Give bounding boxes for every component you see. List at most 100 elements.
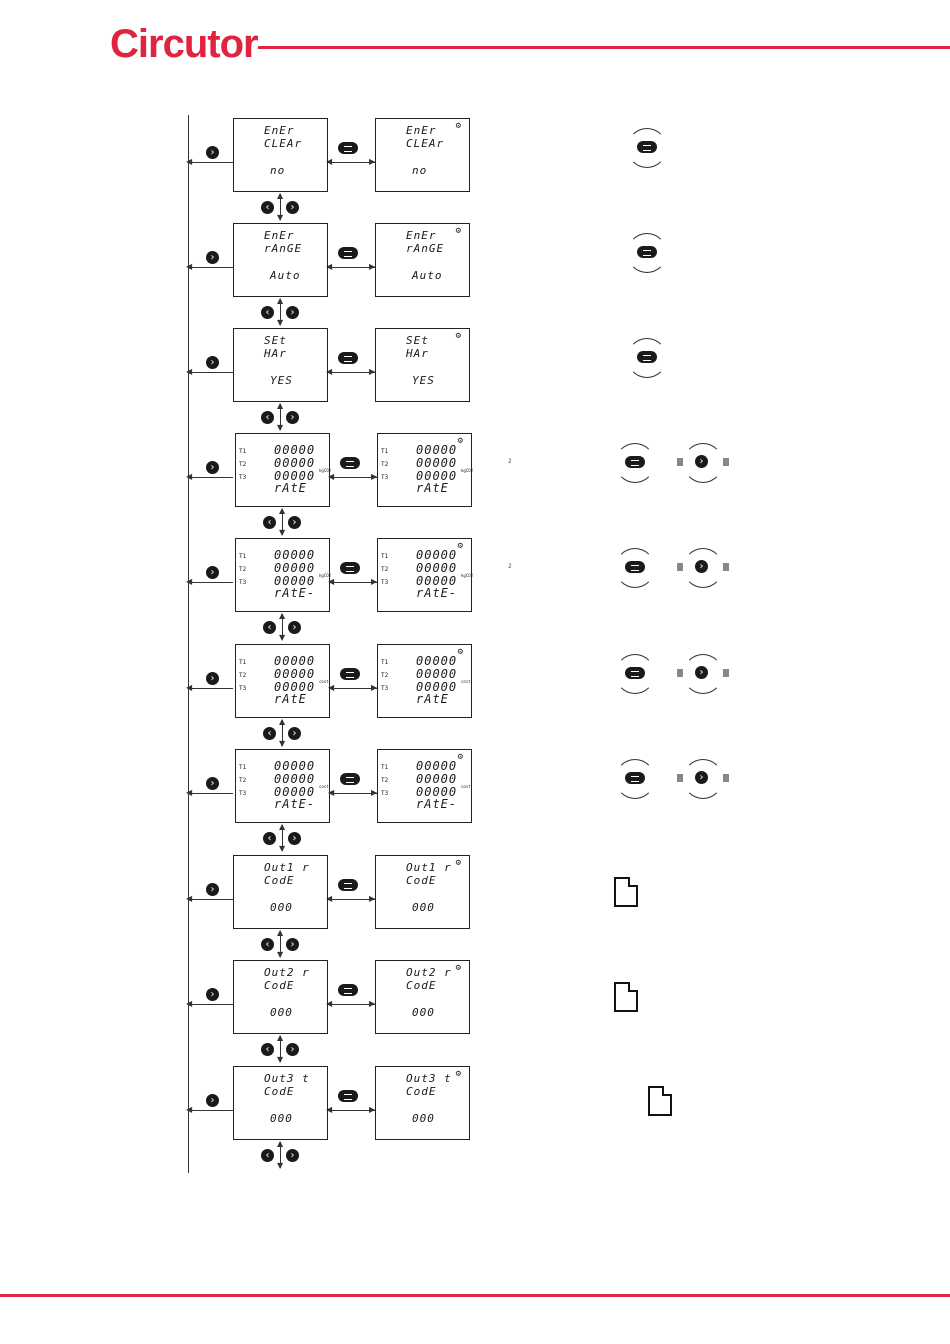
arrow-up-icon: ▲ [277, 928, 284, 937]
lcd-line-3: YES [412, 374, 435, 387]
previous-button[interactable]: ‹ [263, 516, 276, 529]
previous-button[interactable]: ‹ [263, 727, 276, 740]
next-button[interactable]: › [288, 621, 301, 634]
chevron-right-icon: › [290, 412, 295, 423]
menu-button[interactable] [338, 247, 358, 259]
lcd-line-3: no [412, 164, 428, 177]
tariff-value: 00000 [416, 667, 458, 681]
next-button[interactable]: › [206, 566, 219, 579]
menu-button[interactable] [340, 773, 360, 785]
chevron-left-icon: ‹ [265, 939, 270, 950]
previous-button[interactable]: ‹ [261, 306, 274, 319]
tariff-label: T2 [381, 461, 389, 468]
next-button[interactable]: › [206, 988, 219, 1001]
previous-button[interactable]: ‹ [263, 832, 276, 845]
next-button[interactable]: › [206, 883, 219, 896]
marker-square-icon [677, 563, 683, 571]
return-arrow-line [190, 162, 233, 163]
lcd-line-3: 000 [270, 1006, 293, 1019]
next-button[interactable]: › [286, 201, 299, 214]
next-button[interactable]: › [288, 516, 301, 529]
lcd-line-2: rAnGE [264, 242, 303, 255]
tariff-value: 00000 [274, 443, 316, 457]
next-button[interactable]: › [206, 356, 219, 369]
arrow-right-icon: ▶ [371, 472, 378, 481]
marker-square-icon [723, 458, 729, 466]
arrow-left-icon: ◀ [326, 1105, 333, 1114]
arrow-up-icon: ▲ [277, 191, 284, 200]
unit-label: cost [461, 679, 471, 684]
gear-icon: ⚙ [455, 226, 461, 236]
menu-button[interactable] [338, 352, 358, 364]
cycle-arrows-icon [615, 548, 655, 588]
next-button[interactable]: › [206, 461, 219, 474]
chevron-right-icon: › [290, 939, 295, 950]
arrow-down-icon: ▼ [279, 528, 286, 537]
menu-button-icon [637, 141, 657, 153]
menu-button[interactable] [340, 457, 360, 469]
tariff-value: 00000 [274, 785, 316, 799]
marker-square-icon [677, 774, 683, 782]
next-button[interactable]: › [206, 1094, 219, 1107]
bidirectional-arrow-line [330, 477, 377, 478]
tariff-value: 00000 [416, 785, 458, 799]
lcd-line-1: EnEr [406, 229, 437, 242]
next-button[interactable]: › [286, 411, 299, 424]
tariff-label: T3 [381, 474, 389, 481]
menu-button[interactable] [340, 562, 360, 574]
previous-button[interactable]: ‹ [261, 411, 274, 424]
menu-button[interactable] [340, 668, 360, 680]
next-button[interactable]: › [286, 1043, 299, 1056]
menu-button[interactable] [338, 984, 358, 996]
vertical-nav-arrow [280, 931, 281, 957]
arrow-right-icon: ▶ [371, 683, 378, 692]
tariff-label: T1 [239, 764, 247, 771]
menu-button[interactable] [338, 879, 358, 891]
gear-icon: ⚙ [457, 436, 463, 446]
arrow-up-icon: ▲ [279, 717, 286, 726]
tariff-label: T1 [381, 764, 389, 771]
next-button[interactable]: › [286, 938, 299, 951]
menu-button[interactable] [338, 1090, 358, 1102]
next-button[interactable]: › [288, 727, 301, 740]
arrow-left-icon: ◀ [326, 262, 333, 271]
next-button[interactable]: › [206, 251, 219, 264]
chevron-right-icon: › [290, 1150, 295, 1161]
rate-label: rAtE- [274, 797, 316, 811]
next-button[interactable]: › [206, 146, 219, 159]
next-button[interactable]: › [288, 832, 301, 845]
previous-button[interactable]: ‹ [263, 621, 276, 634]
arrow-up-icon: ▲ [279, 822, 286, 831]
next-button[interactable]: › [286, 306, 299, 319]
previous-button[interactable]: ‹ [261, 938, 274, 951]
next-button[interactable]: › [206, 777, 219, 790]
footnote-marker: 2 [508, 563, 512, 570]
next-button[interactable]: › [206, 672, 219, 685]
previous-button[interactable]: ‹ [261, 201, 274, 214]
cycle-arrows-icon [683, 654, 723, 694]
tariff-label: T1 [381, 448, 389, 455]
arrow-down-icon: ▼ [277, 950, 284, 959]
unit-label: cost [319, 784, 329, 789]
menu-button[interactable] [338, 142, 358, 154]
tariff-label: T1 [239, 659, 247, 666]
chevron-right-icon: › [210, 567, 215, 578]
rate-label: rAtE- [416, 586, 458, 600]
next-button[interactable]: › [286, 1149, 299, 1162]
menu-button-icon [637, 246, 657, 258]
chevron-right-icon: › [292, 517, 297, 528]
lcd-line-1: Out1 r [264, 861, 310, 874]
previous-button[interactable]: ‹ [261, 1149, 274, 1162]
marker-square-icon [677, 669, 683, 677]
previous-button[interactable]: ‹ [261, 1043, 274, 1056]
document-icon [614, 877, 638, 907]
